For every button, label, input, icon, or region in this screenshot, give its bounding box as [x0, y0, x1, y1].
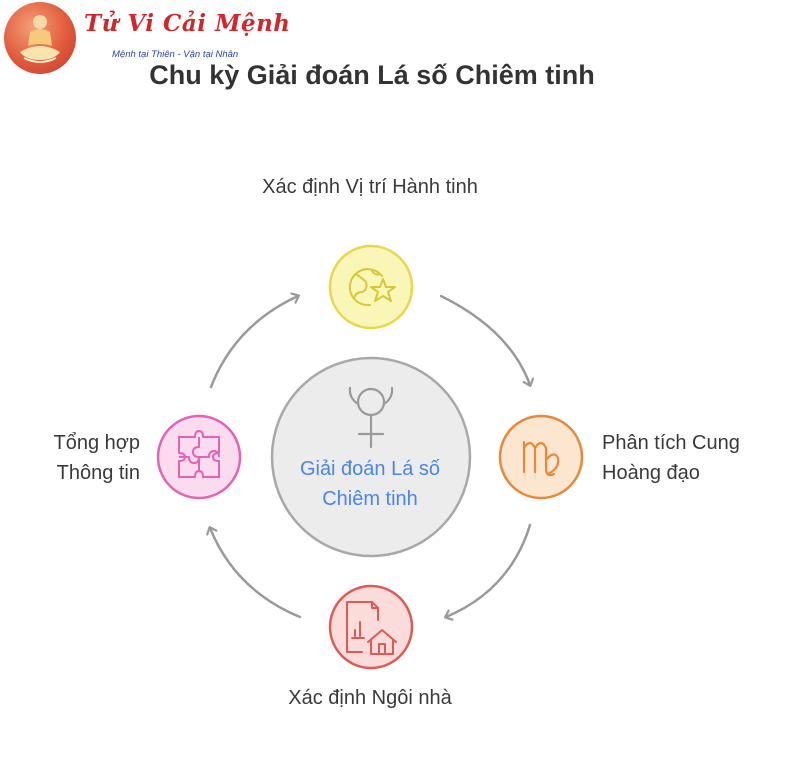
- brand-logo: Tử Vi Cải Mệnh Mệnh tại Thiên - Vận tại …: [0, 0, 290, 76]
- step-label-house: Xác định Ngôi nhà: [288, 687, 452, 709]
- arrow-top-to-right: [439, 294, 530, 385]
- logo-title: Tử Vi Cải Mệnh: [84, 10, 291, 37]
- step-node-zodiac: [498, 414, 584, 500]
- logo-badge: [4, 2, 76, 74]
- page-title: Chu kỳ Giải đoán Lá số Chiêm tinh: [149, 60, 595, 90]
- meditating-figure-icon: [20, 15, 60, 63]
- arrow-bottom-to-left: [210, 528, 302, 619]
- arrow-left-to-top: [209, 296, 298, 389]
- center-label: Giải đoán Lá số Chiêm tinh: [299, 458, 441, 510]
- document-house-icon: [346, 601, 397, 655]
- step-label-planet: Xác định Vị trí Hành tinh: [262, 176, 478, 198]
- logo-slogan: Mệnh tại Thiên - Vận tại Nhân: [112, 49, 239, 60]
- center-circle: [270, 356, 472, 558]
- venus-symbol-icon: [348, 386, 394, 449]
- arrow-right-to-bottom: [446, 523, 532, 617]
- planet-star-icon: [348, 268, 396, 307]
- step-label-zodiac: Phân tích Cung Hoàng đạo: [602, 432, 740, 484]
- step-label-synthesis: Tổng hợp Thông tin: [53, 432, 140, 484]
- virgo-symbol-icon: [522, 440, 560, 477]
- step-node-house: [328, 584, 414, 670]
- puzzle-icon: [178, 430, 220, 478]
